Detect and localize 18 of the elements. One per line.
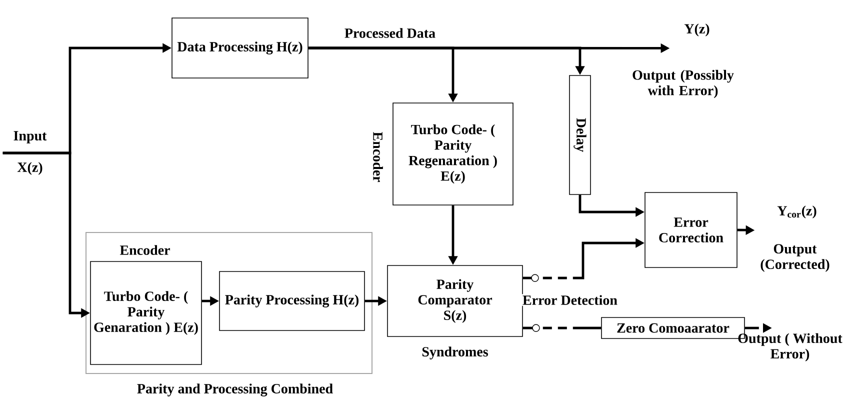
- caption-text: Encoder: [373, 132, 383, 182]
- process-box: Turbo Code- ( Parity Regenaration ) E(z): [392, 102, 514, 206]
- signal-label: Input X(z): [14, 131, 47, 175]
- caption-text: Output (Corrected): [760, 244, 830, 272]
- process-box: Parity Processing H(z): [219, 271, 365, 331]
- caption-text: Syndromes: [422, 346, 488, 360]
- process-box: Delay: [569, 75, 591, 195]
- process-box: Error Correction: [644, 192, 738, 268]
- caption-text: Output (Possibly with Error): [632, 70, 734, 98]
- signal-label: Y(z): [684, 24, 710, 36]
- group-caption: Parity and Processing Combined: [137, 384, 333, 396]
- signal-label: Y$_{cor}$(z): [777, 206, 816, 218]
- edge-label: Processed Data: [343, 27, 437, 39]
- process-box: Parity Comparator S(z): [387, 265, 523, 337]
- caption-text: Encoder: [120, 245, 170, 255]
- edge-label: Error Detection: [522, 294, 618, 306]
- process-box: Turbo Code- ( Parity Genaration ) E(z): [90, 261, 202, 365]
- process-box: Data Processing H(z): [172, 18, 308, 78]
